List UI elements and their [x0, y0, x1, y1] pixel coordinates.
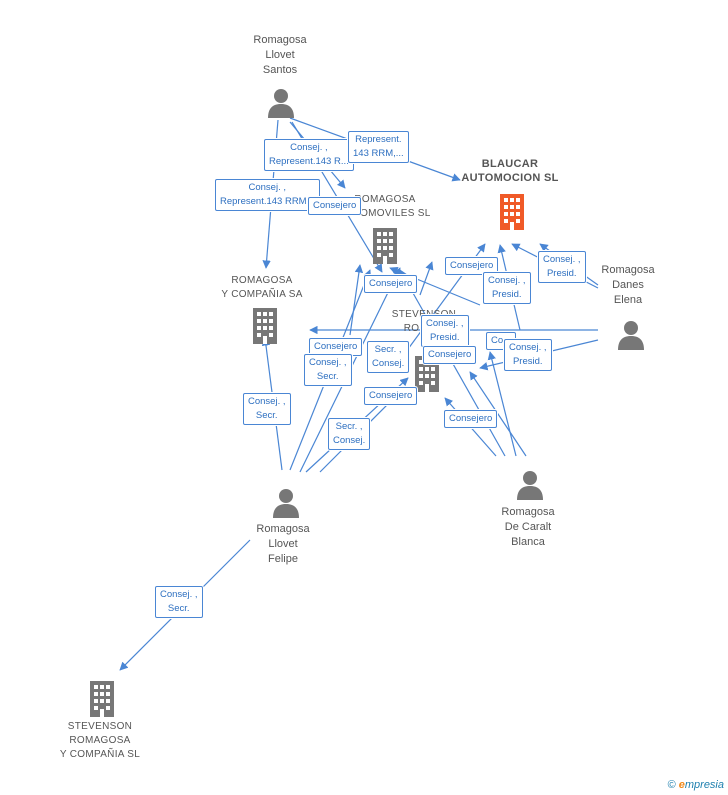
building-icon[interactable]: [253, 308, 277, 344]
edge-label[interactable]: Secr. ,Consej.: [328, 418, 371, 450]
building-icon[interactable]: [90, 681, 114, 717]
edge-label[interactable]: Consej. ,Presid.: [538, 251, 586, 283]
node-label-santos[interactable]: Romagosa Llovet Santos: [253, 34, 307, 76]
edge-label[interactable]: Consej. ,Presid.: [483, 272, 531, 304]
building-icon[interactable]: [500, 194, 524, 230]
copyright-icon: ©: [667, 779, 676, 791]
node-label-blaucar[interactable]: BLAUCAR AUTOMOCION SL: [461, 158, 559, 184]
person-icon[interactable]: [618, 321, 644, 350]
edge-label[interactable]: Secr. ,Consej.: [367, 341, 410, 373]
node-label-romagosa-automoviles[interactable]: ROMAGOSA AUTOMOVILES SL: [339, 194, 431, 219]
node-label-stevenson-romagosa-y-compania[interactable]: STEVENSON ROMAGOSA Y COMPAÑIA SL: [59, 721, 141, 760]
edge-connector: [349, 264, 364, 336]
building-icon[interactable]: [373, 228, 397, 264]
edge-label[interactable]: Consej. ,Represent.143 RRM...: [215, 179, 320, 211]
node-label-blanca[interactable]: Romagosa De Caralt Blanca: [501, 506, 555, 548]
footer-brand[interactable]: © empresia: [668, 779, 724, 791]
brand-logo-e: e: [678, 779, 685, 791]
edge-label[interactable]: Consejero: [308, 197, 362, 215]
edge-connector: [419, 261, 434, 296]
edge-label[interactable]: Consejero: [444, 410, 498, 428]
edge-label[interactable]: Consejero: [445, 257, 499, 275]
edge-label[interactable]: Represent.143 RRM,...: [348, 131, 409, 163]
edge-label[interactable]: Consejero: [364, 275, 418, 293]
person-icon[interactable]: [273, 489, 299, 518]
brand-name: mpresia: [684, 779, 724, 791]
person-icon[interactable]: [268, 89, 294, 118]
node-label-romagosa-y-compania[interactable]: ROMAGOSA Y COMPAÑIA SA: [221, 275, 303, 300]
person-icon[interactable]: [517, 471, 543, 500]
node-label-elena[interactable]: Romagosa Danes Elena: [601, 264, 655, 306]
edge-label[interactable]: Consej. ,Presid.: [421, 315, 469, 347]
edge-label[interactable]: Consej. ,Presid.: [504, 339, 552, 371]
edge-label[interactable]: Consej. ,Secr.: [155, 586, 203, 618]
edge-label[interactable]: Consejero: [364, 387, 418, 405]
edge-label[interactable]: Consejero: [423, 346, 477, 364]
edge-connector: [469, 371, 527, 457]
edge-connector: [487, 351, 517, 457]
node-label-felipe[interactable]: Romagosa Llovet Felipe: [256, 523, 310, 565]
edge-label[interactable]: Consej. ,Secr.: [304, 354, 352, 386]
edge-label[interactable]: Consej. ,Represent.143 R...: [264, 139, 354, 171]
edge-label[interactable]: Consej. ,Secr.: [243, 393, 291, 425]
